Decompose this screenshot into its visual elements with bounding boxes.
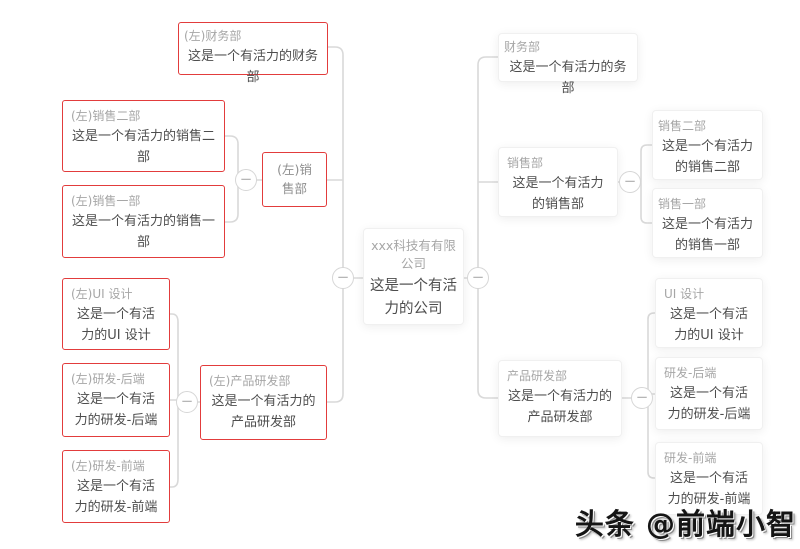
node-right-sales1[interactable]: 销售一部 这是一个有活力的销售一部 [652, 188, 763, 258]
node-root[interactable]: xxx科技有有限公司 这是一个有活力的公司 [363, 228, 464, 325]
node-title: 研发-后端 [664, 366, 717, 380]
node-title: (左)财务部 [184, 29, 242, 43]
node-right-finance[interactable]: 财务部 这是一个有活力的务部 [498, 33, 638, 96]
node-title: (左)销售二部 [71, 109, 141, 123]
node-left-frontend[interactable]: (左)研发-前端 这是一个有活力的研发-前端 [62, 450, 170, 523]
link-right-trunk [477, 56, 499, 399]
node-title: (左)UI 设计 [71, 287, 133, 301]
node-right-ui[interactable]: UI 设计 这是一个有活力的UI 设计 [655, 278, 763, 348]
node-left-backend[interactable]: (左)研发-后端 这是一个有活力的研发-后端 [62, 363, 170, 437]
node-title: UI 设计 [664, 287, 705, 301]
node-right-product[interactable]: 产品研发部 这是一个有活力的产品研发部 [498, 360, 622, 437]
node-title: 产品研发部 [507, 369, 568, 383]
node-body: 这是一个有活力的研发-前端 [667, 471, 751, 507]
node-title: 销售一部 [658, 197, 707, 211]
collapse-minus-icon-left-product[interactable]: − [176, 391, 198, 413]
node-title: (左)销售一部 [71, 194, 141, 208]
node-body: 这是一个有活力的UI 设计 [76, 307, 155, 343]
node-body: 这是一个有活力的研发-后端 [74, 392, 158, 428]
node-body: 这是一个有活力的产品研发部 [211, 394, 316, 430]
collapse-minus-icon-root-right[interactable]: − [467, 267, 489, 289]
node-title: (左)研发-前端 [71, 459, 145, 473]
node-right-frontend[interactable]: 研发-前端 这是一个有活力的研发-前端 [655, 442, 763, 515]
watermark-text: 头条 @前端小智 [574, 507, 796, 541]
node-left-product[interactable]: (左)产品研发部 这是一个有活力的产品研发部 [200, 365, 327, 440]
node-body: 这是一个有活力的销售一部 [71, 214, 215, 250]
node-title: xxx科技有有限公司 [371, 238, 456, 272]
collapse-minus-icon-left-sales[interactable]: − [235, 169, 257, 191]
node-right-backend[interactable]: 研发-后端 这是一个有活力的研发-后端 [655, 357, 763, 430]
node-title: 销售部 [507, 156, 544, 170]
node-body: 这是一个有活力的财务部 [187, 49, 318, 85]
node-body: 这是一个有活力的UI 设计 [669, 307, 748, 343]
node-title: (左)销售部 [277, 162, 312, 196]
collapse-minus-icon-right-product[interactable]: − [631, 387, 653, 409]
node-left-finance[interactable]: (左)财务部 这是一个有活力的财务部 [178, 22, 328, 85]
node-body: 这是一个有活力的销售二部 [661, 139, 753, 175]
node-body: 这是一个有活力的产品研发部 [507, 389, 612, 425]
node-title: (左)研发-后端 [71, 372, 145, 386]
node-body: 这是一个有活力的务部 [509, 60, 627, 96]
node-title: 销售二部 [658, 119, 707, 133]
node-left-ui[interactable]: (左)UI 设计 这是一个有活力的UI 设计 [62, 278, 170, 350]
node-title: 研发-前端 [664, 451, 717, 465]
node-title: 财务部 [504, 40, 541, 54]
collapse-minus-icon-right-sales[interactable]: − [619, 171, 641, 193]
collapse-minus-icon-root-left[interactable]: − [332, 267, 354, 289]
node-body: 这是一个有活力的公司 [370, 278, 457, 317]
node-body: 这是一个有活力的研发-后端 [667, 386, 751, 422]
node-left-sales[interactable]: (左)销售部 [262, 152, 327, 207]
node-right-sales2[interactable]: 销售二部 这是一个有活力的销售二部 [652, 110, 763, 180]
node-body: 这是一个有活力的销售二部 [71, 129, 215, 165]
node-body: 这是一个有活力的销售一部 [661, 217, 753, 253]
node-left-sales1[interactable]: (左)销售一部 这是一个有活力的销售一部 [62, 185, 225, 258]
link-left-trunk [324, 46, 344, 403]
node-right-sales[interactable]: 销售部 这是一个有活力的销售部 [498, 147, 618, 217]
node-body: 这是一个有活力的销售部 [512, 176, 604, 212]
node-title: (左)产品研发部 [209, 374, 291, 388]
node-left-sales2[interactable]: (左)销售二部 这是一个有活力的销售二部 [62, 100, 225, 172]
node-body: 这是一个有活力的研发-前端 [74, 479, 158, 515]
